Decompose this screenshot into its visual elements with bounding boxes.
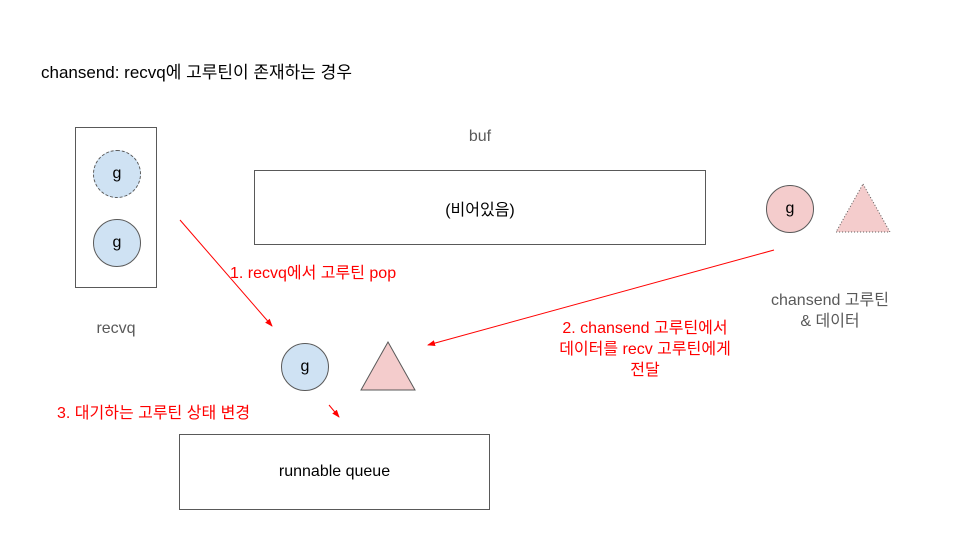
receiver-goroutine: g: [281, 343, 329, 391]
goroutine-label: g: [785, 200, 795, 217]
runnable-queue-box: runnable queue: [179, 434, 490, 510]
sender-caption-line1: chansend 고루틴: [771, 292, 889, 309]
diagram-title: chansend: recvq에 고루틴이 존재하는 경우: [41, 63, 352, 82]
recvq-label: recvq: [96, 320, 136, 337]
goroutine-label: g: [112, 165, 122, 182]
sender-caption: chansend 고루틴 & 데이터: [745, 290, 915, 332]
step1-label: 1. recvq에서 고루틴 pop: [230, 265, 397, 282]
step2-line2: 데이터를 recv 고루틴에게: [559, 341, 731, 358]
sender-caption-line2: & 데이터: [800, 313, 860, 330]
sender-goroutine: g: [766, 185, 814, 233]
recvq-goroutine: g: [93, 219, 141, 267]
runnable-queue-label: runnable queue: [278, 463, 391, 480]
sender-data-triangle-icon: [835, 182, 891, 233]
buf-label: buf: [468, 128, 492, 145]
recvq-box: g g: [75, 127, 157, 288]
step2-line3: 전달: [630, 362, 660, 379]
goroutine-label: g: [112, 234, 122, 251]
recvq-goroutine-dashed: g: [93, 150, 141, 198]
step3-label: 3. 대기하는 고루틴 상태 변경: [57, 405, 251, 422]
goroutine-label: g: [300, 358, 310, 375]
buf-content: (비어있음): [445, 201, 515, 219]
buf-box: (비어있음): [254, 170, 706, 245]
step2-label: 2. chansend 고루틴에서 데이터를 recv 고루틴에게 전달: [520, 318, 770, 381]
received-data-triangle-icon: [360, 340, 416, 391]
step3-arrow-icon: [328, 404, 340, 418]
step2-line1: 2. chansend 고루틴에서: [562, 320, 728, 337]
